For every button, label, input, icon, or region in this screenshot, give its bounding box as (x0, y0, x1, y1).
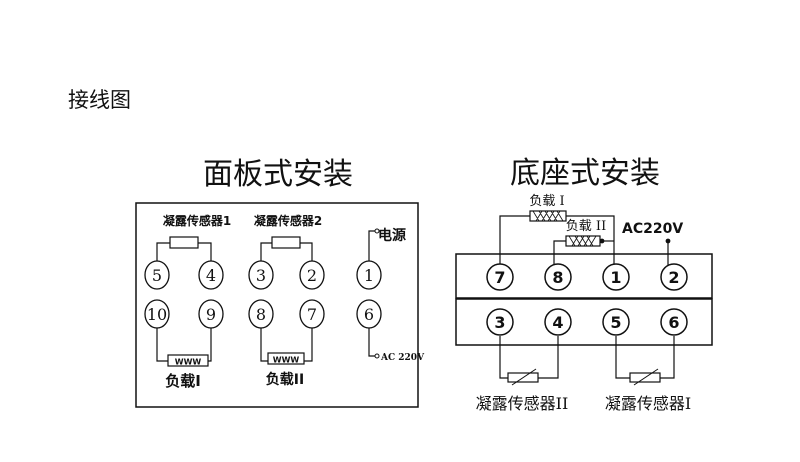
panel-terminal-label: 4 (206, 266, 216, 285)
base-load1-label: 负载 I (529, 194, 564, 209)
panel-power-label: 电源 (378, 227, 406, 244)
base-terminal-2: 2 (660, 263, 688, 291)
panel-terminal-label: 9 (206, 305, 216, 324)
panel-sensor2-label: 凝露传感器2 (254, 213, 322, 228)
base-terminal-label: 7 (494, 268, 505, 287)
panel-load1-coil (167, 354, 209, 367)
base-terminal-group: 7 8 1 2 3 4 5 6 (486, 263, 688, 336)
svg-text:WWW: WWW (273, 356, 300, 365)
base-sensor2-label: 凝露传感器II (476, 394, 569, 413)
base-terminal-3: 3 (486, 308, 514, 336)
panel-title: 面板式安装 (203, 157, 353, 192)
svg-text:WWW: WWW (175, 358, 202, 367)
base-terminal-label: 2 (668, 268, 679, 287)
base-terminal-8: 8 (544, 263, 572, 291)
panel-terminal-label: 10 (147, 305, 167, 324)
panel-load2-coil (267, 352, 305, 365)
panel-terminal-5: 5 (144, 260, 170, 290)
panel-terminal-4: 4 (198, 260, 224, 290)
panel-terminal-label: 7 (307, 305, 317, 324)
panel-frame (135, 202, 419, 408)
base-terminal-label: 6 (668, 313, 679, 332)
panel-terminal-label: 6 (364, 305, 374, 324)
page-title: 接线图 (68, 88, 131, 112)
panel-terminal-6: 6 (356, 299, 382, 329)
base-bottom-row (455, 298, 713, 346)
panel-terminal-8: 8 (248, 299, 274, 329)
panel-terminal-7: 7 (299, 299, 325, 329)
base-terminal-5: 5 (602, 308, 630, 336)
panel-load2-label: 负载II (266, 371, 304, 388)
panel-power-wire-bottom (368, 328, 376, 357)
panel-terminal-label: 8 (256, 305, 266, 324)
panel-sensor1-resistor (169, 236, 199, 249)
base-sensor2-wire (499, 336, 559, 379)
panel-load1-label: 负载I (165, 372, 201, 390)
panel-terminal-3: 3 (248, 260, 274, 290)
panel-sensor2-resistor (271, 236, 301, 249)
base-top-row (455, 253, 713, 299)
base-sensor1-label: 凝露传感器I (605, 394, 691, 413)
base-terminal-1: 1 (602, 263, 630, 291)
panel-terminal-label: 1 (364, 266, 374, 285)
panel-terminal-1: 1 (356, 260, 382, 290)
panel-ac-label: AC 220V (380, 353, 425, 363)
base-title: 底座式安装 (510, 156, 660, 191)
base-sensor1-wire (615, 336, 675, 379)
base-terminal-7: 7 (486, 263, 514, 291)
base-terminal-label: 4 (552, 313, 563, 332)
base-ac-label: AC220V (622, 221, 683, 237)
panel-terminal-label: 5 (152, 266, 162, 285)
panel-terminal-9: 9 (198, 299, 224, 329)
base-terminal-6: 6 (660, 308, 688, 336)
panel-terminal-label: 2 (307, 266, 317, 285)
base-terminal-label: 5 (610, 313, 621, 332)
base-terminal-4: 4 (544, 308, 572, 336)
base-terminal-label: 3 (494, 313, 505, 332)
panel-terminal-group: 5 4 3 2 1 10 9 8 7 6 (144, 260, 382, 329)
panel-power-wire-top (368, 230, 376, 262)
panel-terminal-2: 2 (299, 260, 325, 290)
panel-terminal-10: 10 (144, 299, 170, 329)
base-load2-label: 负载 II (566, 219, 606, 234)
base-terminal-label: 8 (552, 268, 563, 287)
base-terminal-label: 1 (610, 268, 621, 287)
panel-sensor1-label: 凝露传感器1 (163, 213, 231, 228)
panel-terminal-label: 3 (256, 266, 266, 285)
